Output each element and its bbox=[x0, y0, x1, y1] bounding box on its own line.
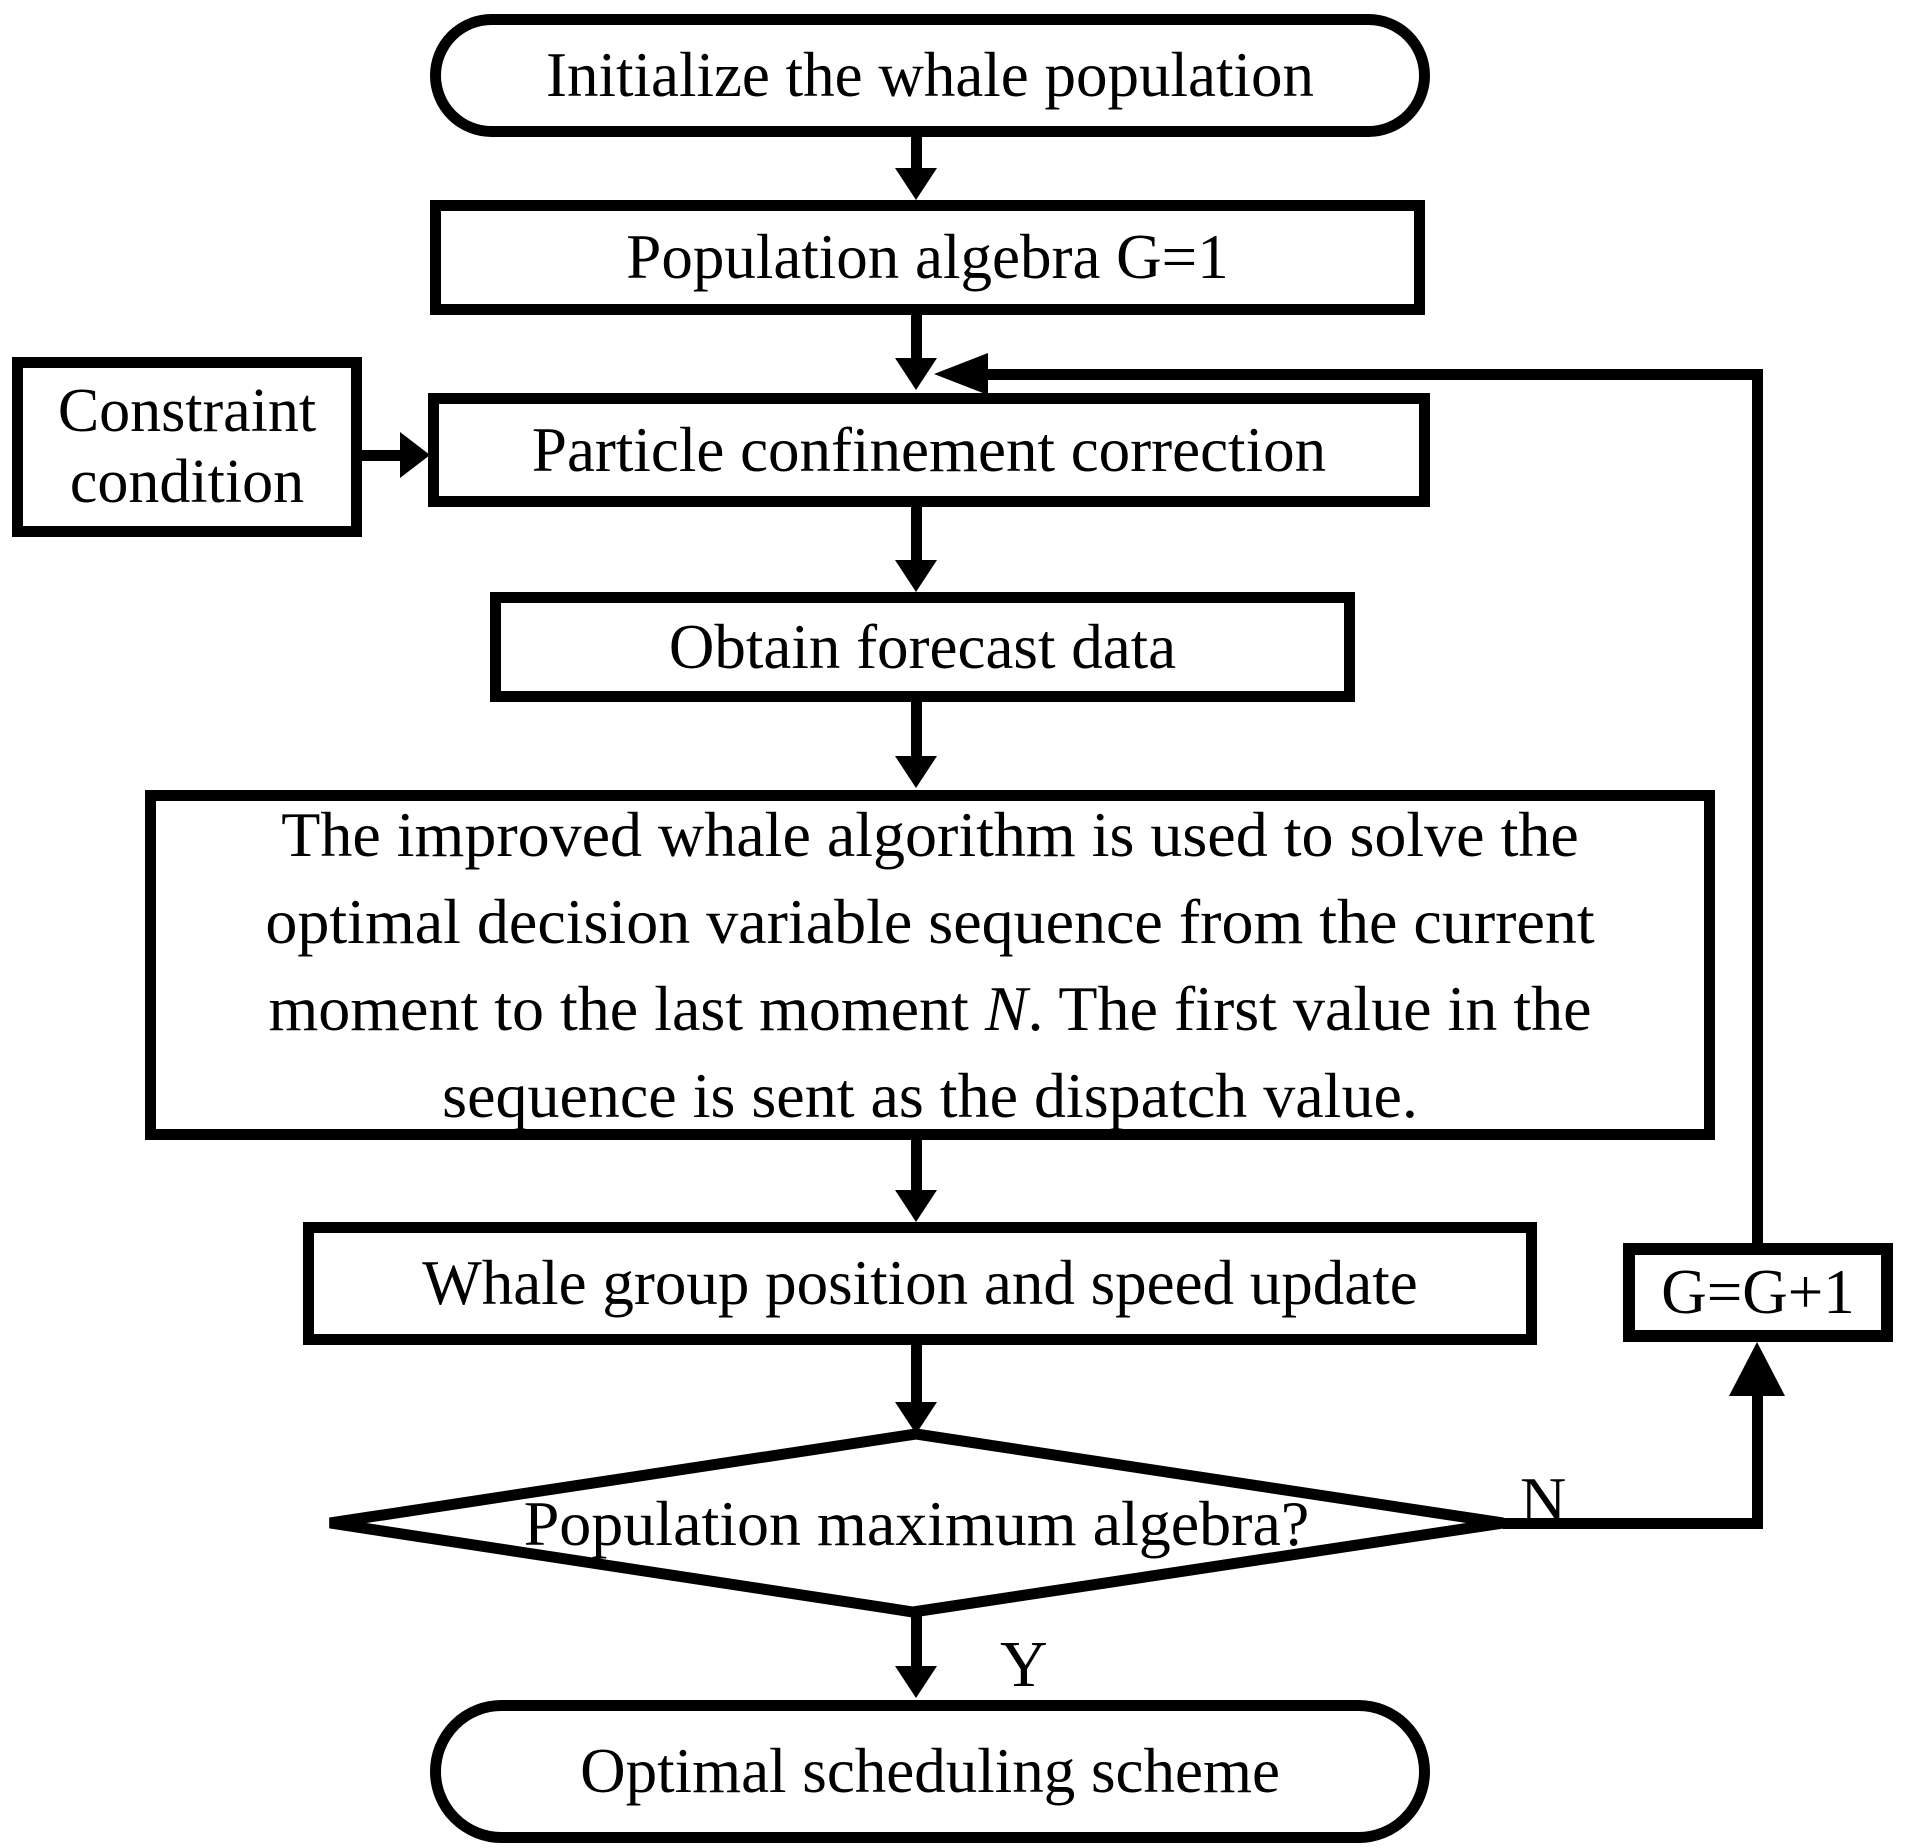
loop-left-arrowhead bbox=[934, 353, 988, 395]
whale-update-label: Whale group position and speed update bbox=[422, 1248, 1418, 1319]
arrow-decision-to-end-shaft bbox=[911, 1612, 922, 1668]
arrow-start-to-init-head bbox=[895, 168, 937, 200]
arrow-particle-to-forecast-head bbox=[895, 560, 937, 592]
loop-vertical-line bbox=[1752, 374, 1763, 1243]
population-algebra-label: Population algebra G=1 bbox=[626, 222, 1229, 293]
solve-line-4: sequence is sent as the dispatch value. bbox=[442, 1060, 1418, 1131]
arrow-init-to-particle-shaft bbox=[911, 315, 922, 360]
constraint-condition-label: Constraint condition bbox=[57, 376, 317, 516]
solve-line-3: moment to the last moment N. The first v… bbox=[268, 973, 1592, 1044]
solve-description-box: The improved whale algorithm is used to … bbox=[145, 790, 1715, 1140]
arrow-solve-to-update-shaft bbox=[911, 1140, 922, 1192]
no-branch-up-arrowhead bbox=[1729, 1342, 1785, 1396]
arrow-update-to-decision-head bbox=[895, 1402, 937, 1434]
arrow-forecast-to-solve-head bbox=[895, 756, 937, 788]
arrow-solve-to-update-head bbox=[895, 1190, 937, 1222]
arrow-particle-to-forecast-shaft bbox=[911, 507, 922, 562]
constraint-condition-box: Constraint condition bbox=[12, 357, 362, 537]
obtain-forecast-label: Obtain forecast data bbox=[668, 611, 1177, 682]
population-algebra-box: Population algebra G=1 bbox=[430, 200, 1425, 315]
yes-label: Y bbox=[1000, 1628, 1048, 1701]
end-label: Optimal scheduling scheme bbox=[580, 1736, 1280, 1807]
increment-box: G=G+1 bbox=[1623, 1243, 1893, 1342]
arrow-init-to-particle-head bbox=[895, 358, 937, 390]
whale-update-box: Whale group position and speed update bbox=[303, 1222, 1537, 1345]
solve-line-2: optimal decision variable sequence from … bbox=[265, 886, 1595, 957]
no-branch-horizontal-line bbox=[1503, 1518, 1763, 1529]
no-label: N bbox=[1520, 1464, 1567, 1535]
arrow-forecast-to-solve-shaft bbox=[911, 700, 922, 758]
end-terminator: Optimal scheduling scheme bbox=[430, 1700, 1430, 1843]
particle-correction-label: Particle confinement correction bbox=[531, 414, 1327, 485]
arrow-update-to-decision-shaft bbox=[911, 1345, 922, 1404]
solve-line-3-italic-n: N bbox=[984, 973, 1028, 1044]
solve-line-1: The improved whale algorithm is used to … bbox=[281, 799, 1579, 870]
start-label: Initialize the whale population bbox=[546, 40, 1314, 111]
arrow-decision-to-end-head bbox=[895, 1666, 937, 1698]
arrow-start-to-init-shaft bbox=[911, 137, 922, 170]
decision-label: Population maximum algebra? bbox=[523, 1488, 1310, 1559]
obtain-forecast-box: Obtain forecast data bbox=[490, 592, 1355, 702]
arrow-constraint-to-particle-shaft bbox=[362, 450, 402, 461]
start-terminator: Initialize the whale population bbox=[430, 14, 1430, 137]
increment-label: G=G+1 bbox=[1661, 1257, 1855, 1328]
arrow-constraint-to-particle-head bbox=[400, 432, 430, 478]
loop-horizontal-line bbox=[986, 369, 1763, 380]
particle-correction-box: Particle confinement correction bbox=[428, 393, 1430, 507]
no-branch-vertical-line bbox=[1752, 1396, 1763, 1529]
